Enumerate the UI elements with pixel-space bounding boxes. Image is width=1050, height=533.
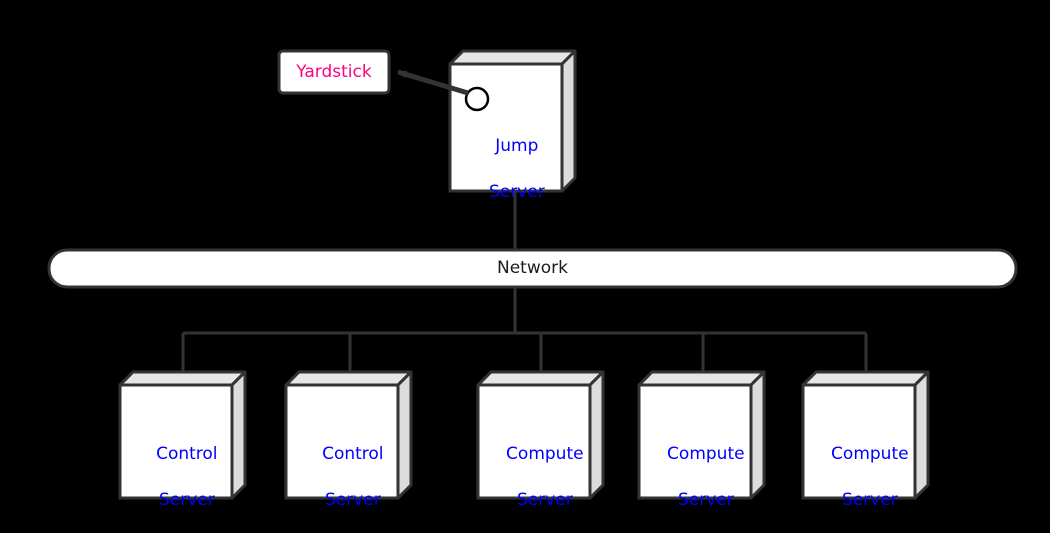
server-box-3[interactable]	[476, 370, 605, 500]
yardstick-arrow	[397, 69, 469, 96]
yardstick-box[interactable]	[277, 49, 391, 95]
server-box-2[interactable]	[284, 370, 413, 500]
server-drop-lines	[181, 333, 868, 374]
network-bar[interactable]	[47, 248, 1018, 289]
jump-server-box[interactable]	[448, 49, 577, 193]
network-label: Network	[497, 258, 568, 278]
jump-server-port-icon	[464, 86, 490, 112]
server-box-1[interactable]	[118, 370, 247, 500]
server-box-5[interactable]	[801, 370, 930, 500]
yardstick-label: Yardstick	[296, 62, 372, 82]
server-box-4[interactable]	[637, 370, 766, 500]
